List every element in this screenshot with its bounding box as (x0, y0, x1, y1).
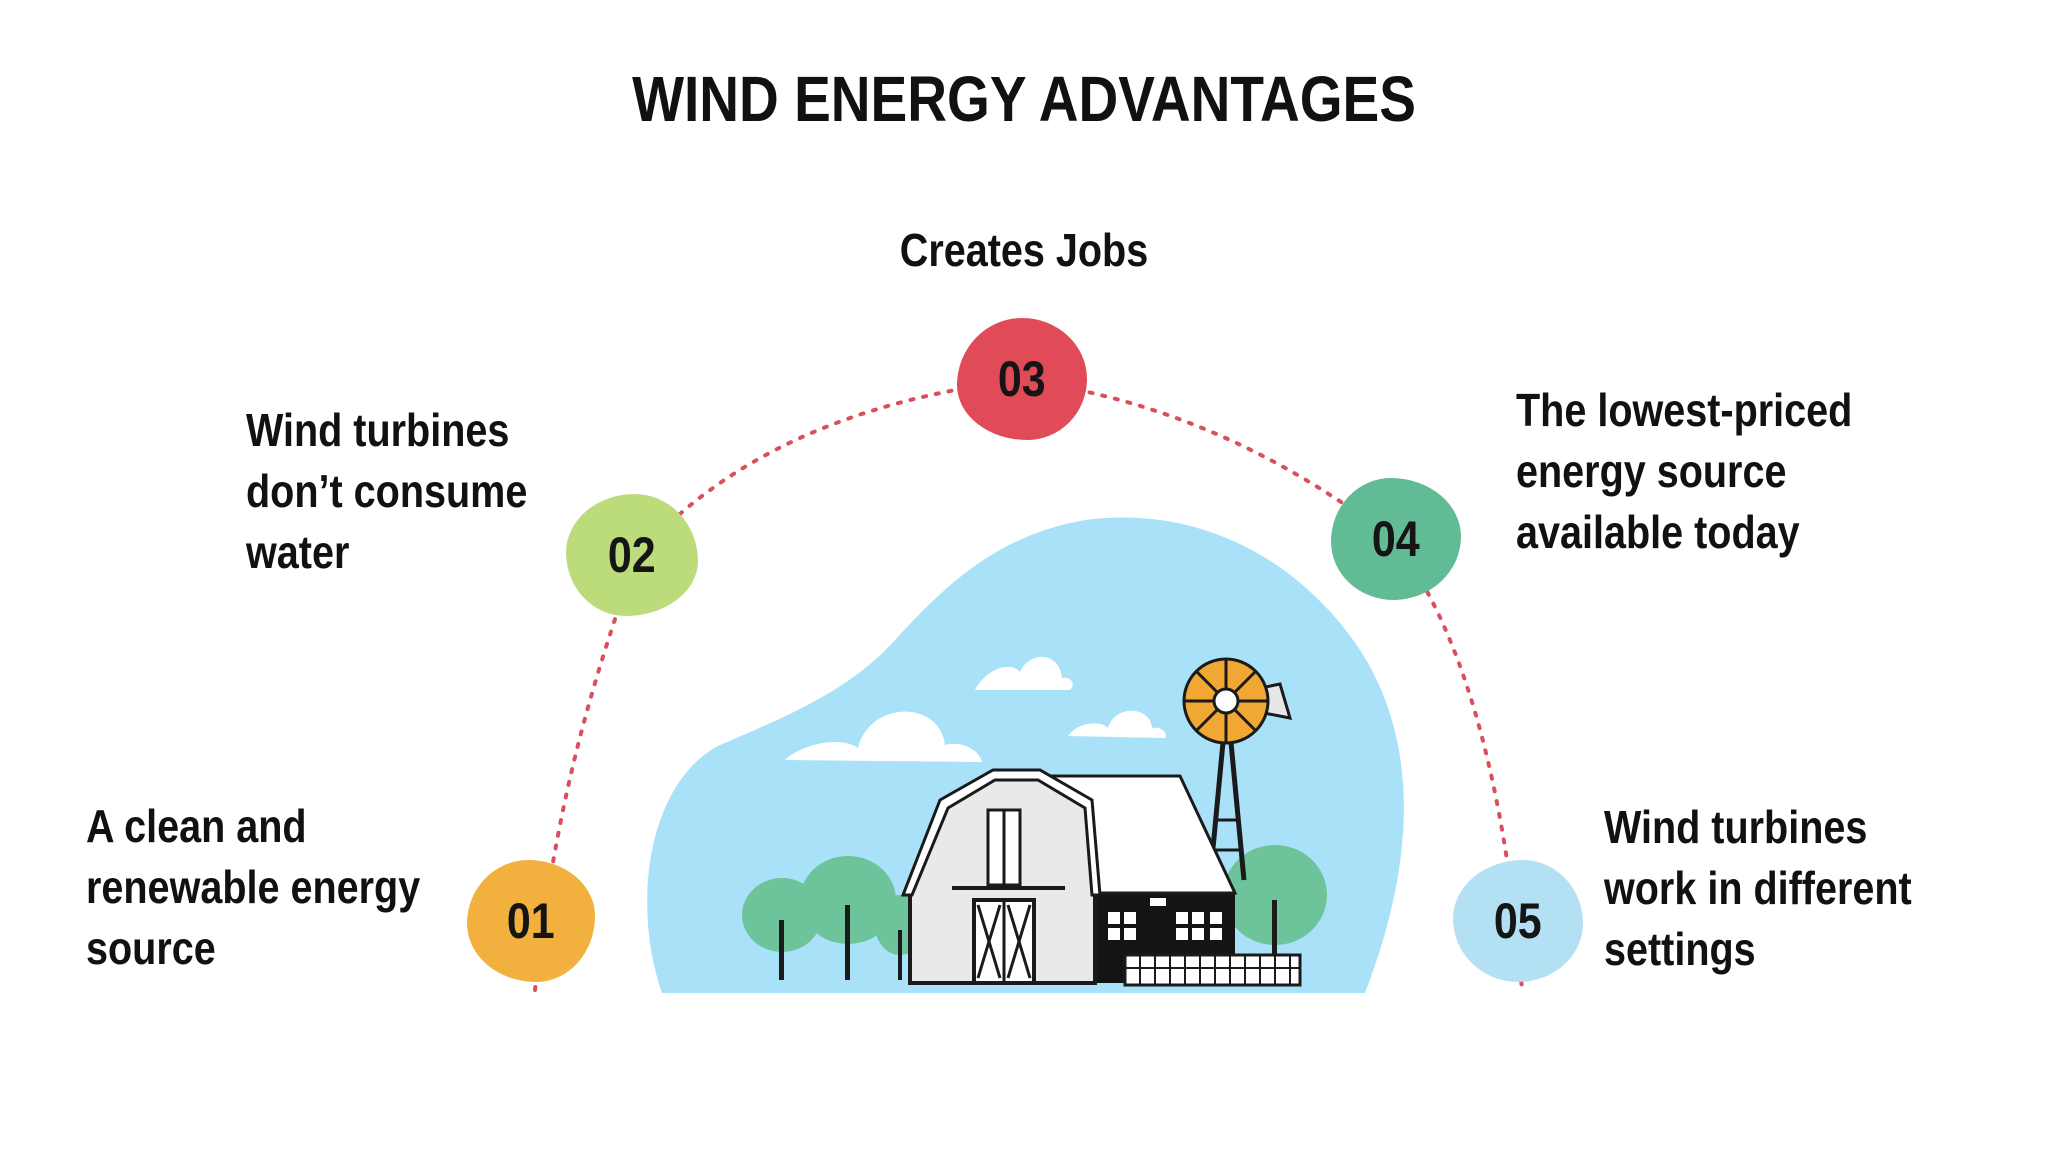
advantage-label-04: The lowest-priced energy source availabl… (1516, 380, 1852, 563)
windmill-icon (1182, 657, 1293, 881)
label-line: work in different (1604, 862, 1912, 914)
label-line: don’t consume (246, 465, 528, 517)
badge-05: 05 (1453, 860, 1583, 982)
badge-number: 04 (1372, 511, 1420, 567)
badge-03: 03 (957, 318, 1087, 440)
badge-number: 02 (608, 527, 656, 583)
badge-01: 01 (467, 860, 595, 982)
label-line: settings (1604, 923, 1756, 975)
label-line: A clean and (86, 800, 307, 852)
barn-icon (900, 768, 1302, 987)
advantage-label-02: Wind turbines don’t consume water (246, 400, 527, 583)
advantage-label-01: A clean and renewable energy source (86, 796, 420, 979)
badge-number: 03 (998, 351, 1046, 407)
badge-number: 05 (1494, 893, 1542, 949)
advantage-label-03: Creates Jobs (852, 220, 1196, 281)
label-line: Creates Jobs (899, 224, 1149, 276)
label-line: renewable energy (86, 861, 421, 913)
advantage-label-05: Wind turbines work in different settings (1604, 797, 1912, 980)
label-line: source (86, 922, 216, 974)
tree-icon (1223, 845, 1327, 980)
badge-02: 02 (566, 494, 698, 616)
tree-icon (800, 856, 896, 980)
cloud-icon (975, 656, 1073, 690)
page-title: WIND ENERGY ADVANTAGES (632, 63, 1416, 135)
cloud-icon (785, 711, 982, 762)
label-line: The lowest-priced (1516, 384, 1853, 436)
badge-number: 01 (507, 893, 555, 949)
badge-04: 04 (1331, 478, 1461, 600)
label-line: Wind turbines (1604, 801, 1868, 853)
cloud-icon (1068, 710, 1166, 738)
label-line: water (246, 526, 350, 578)
label-line: energy source (1516, 445, 1787, 497)
label-line: available today (1516, 506, 1800, 558)
label-line: Wind turbines (246, 404, 510, 456)
